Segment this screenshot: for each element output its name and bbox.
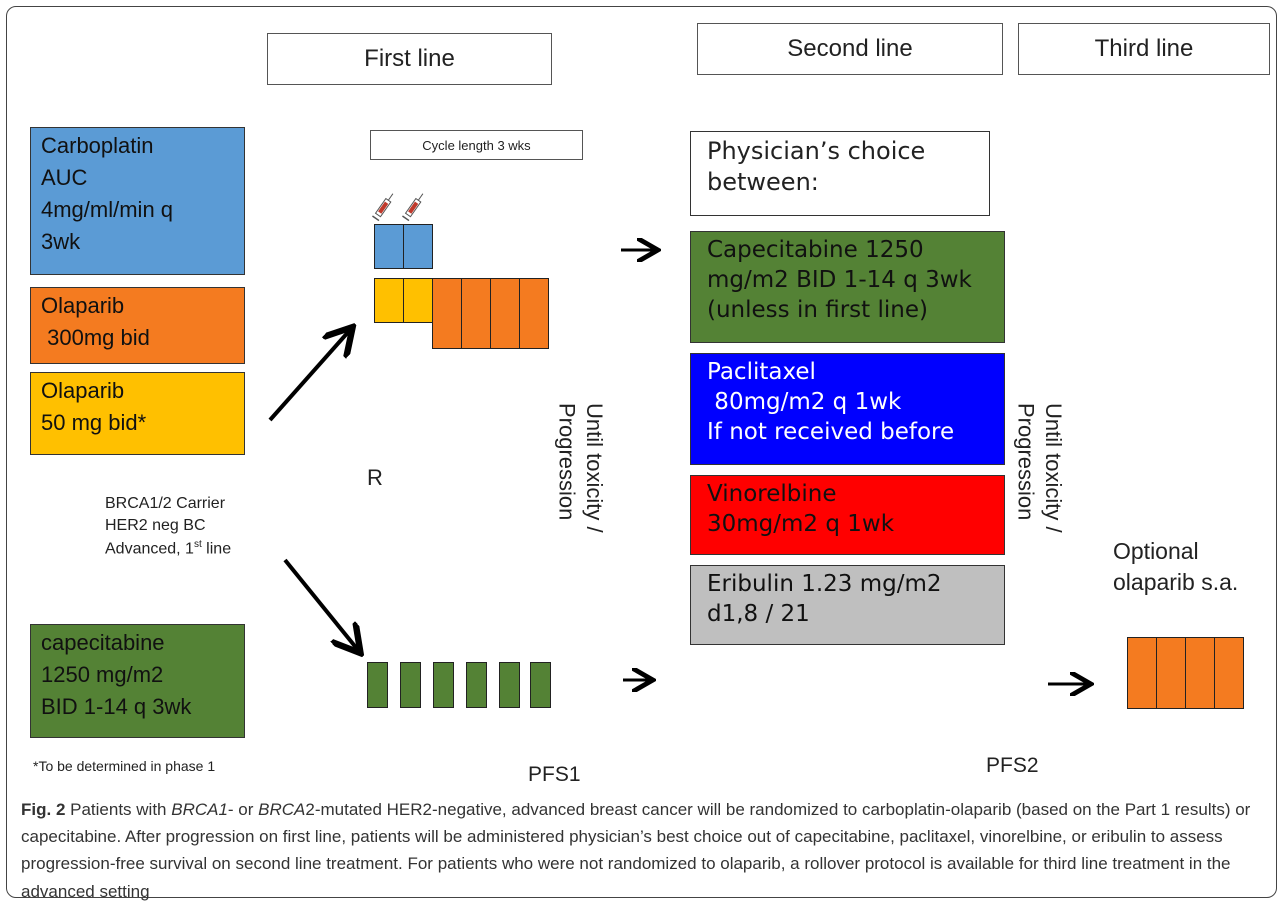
eribulin-line-2: d1,8 / 21	[707, 600, 810, 627]
header-first-line: First line	[267, 33, 552, 85]
caption-italic-1: BRCA1	[171, 800, 228, 819]
olaparib-50-line-2: 50 mg bid*	[41, 409, 147, 435]
optional-line-1: Optional	[1113, 538, 1199, 564]
arrow-icon	[283, 558, 358, 650]
carboplatin-line-2: AUC	[41, 164, 88, 190]
caption-text-3: 2-mutated HER2-negative, advanced breast…	[21, 800, 1251, 901]
olaparib-300-box: Olaparib 300mg bid	[30, 287, 245, 364]
olaparib-third-cycle-4	[1214, 637, 1244, 709]
capecitabine-arm-line-3: BID 1-14 q 3wk	[41, 693, 192, 719]
until-progression-1-line-2: Progression	[554, 403, 580, 521]
physician-choice-box: Physician’s choice between:	[690, 131, 990, 216]
olaparib-300-line-1: Olaparib	[41, 293, 125, 318]
olaparib-300-line-2: 300mg bid	[41, 324, 150, 350]
capecitabine-second-line-1: Capecitabine 1250	[707, 237, 924, 263]
header-third-line: Third line	[1018, 23, 1270, 75]
capecitabine-cycle-3	[433, 662, 454, 708]
physician-choice-line-1: Physician’s choice	[707, 137, 926, 165]
cycle-length-box: Cycle length 3 wks	[370, 130, 583, 160]
until-progression-label-1: Until toxicity / Progression	[553, 403, 608, 533]
carboplatin-line-4: 3wk	[41, 228, 81, 254]
capecitabine-arm-line-2: 1250 mg/m2	[41, 661, 164, 687]
until-progression-2-line-2: Progression	[1013, 403, 1039, 521]
until-progression-label-2: Until toxicity / Progression	[1012, 403, 1067, 533]
population-line-3-pre: Advanced, 1	[105, 540, 194, 558]
caption-fig-label: Fig. 2	[21, 800, 66, 819]
capecitabine-cycle-4	[466, 662, 487, 708]
capecitabine-arm-box: capecitabine 1250 mg/m2 BID 1-14 q 3wk	[30, 624, 245, 738]
vinorelbine-line-2: 30mg/m2 q 1wk	[707, 510, 895, 537]
population-label: BRCA1/2 Carrier HER2 neg BC Advanced, 1s…	[105, 493, 275, 561]
header-second-line: Second line	[697, 23, 1003, 75]
until-progression-1-line-1: Until toxicity /	[582, 403, 607, 533]
capecitabine-arm-line-1: capecitabine	[41, 630, 165, 655]
population-line-3-sup: st	[193, 538, 202, 550]
syringe-icon	[401, 193, 424, 222]
paclitaxel-box: Paclitaxel 80mg/m2 q 1wk If not received…	[690, 353, 1005, 465]
population-line-1: BRCA1/2 Carrier	[105, 495, 226, 512]
olaparib-third-cycle-3	[1185, 637, 1215, 709]
paclitaxel-line-2: 80mg/m2 q 1wk	[707, 388, 902, 415]
until-progression-2-line-1: Until toxicity /	[1041, 403, 1066, 533]
capecitabine-second-line-2: mg/m2 BID 1-14 q 3wk	[707, 266, 972, 293]
paclitaxel-line-3: If not received before	[707, 418, 955, 445]
olaparib-cycle-4	[519, 278, 549, 349]
capecitabine-cycle-6	[530, 662, 551, 708]
carboplatin-box: Carboplatin AUC 4mg/ml/min q 3wk	[30, 127, 245, 275]
pfs1-label: PFS1	[528, 763, 581, 786]
eribulin-line-1: Eribulin 1.23 mg/m2	[707, 571, 942, 597]
eribulin-box: Eribulin 1.23 mg/m2 d1,8 / 21	[690, 565, 1005, 645]
capecitabine-cycle-1	[367, 662, 388, 708]
vinorelbine-line-1: Vinorelbine	[707, 481, 837, 507]
olaparib-50-box: Olaparib 50 mg bid*	[30, 372, 245, 455]
olaparib-cycle-1	[432, 278, 462, 349]
population-line-3: Advanced, 1st line	[105, 538, 275, 561]
figure-caption: Fig. 2 Patients with BRCA1- or BRCA2-mut…	[21, 796, 1266, 905]
caption-text-2: - or	[227, 800, 259, 819]
arrow-icon	[268, 330, 350, 422]
syringe-icon	[371, 193, 394, 222]
olaparib-third-cycle-1	[1127, 637, 1157, 709]
vinorelbine-box: Vinorelbine 30mg/m2 q 1wk	[690, 475, 1005, 555]
randomization-label: R	[367, 465, 383, 490]
footnote: *To be determined in phase 1	[33, 758, 216, 774]
physician-choice-line-2: between:	[707, 168, 819, 197]
capecitabine-second-line-3: (unless in first line)	[707, 296, 928, 323]
carboplatin-line-1: Carboplatin	[41, 133, 154, 158]
paclitaxel-line-1: Paclitaxel	[707, 359, 816, 385]
olaparib-cycle-3	[490, 278, 520, 349]
olaparib-low-cycle-2	[403, 278, 433, 323]
carboplatin-cycle-2	[403, 224, 433, 269]
caption-text-1: Patients with	[65, 800, 172, 819]
population-line-3-post: line	[201, 540, 232, 558]
capecitabine-cycle-2	[400, 662, 421, 708]
capecitabine-second-line-box: Capecitabine 1250 mg/m2 BID 1-14 q 3wk (…	[690, 231, 1005, 343]
figure-frame	[6, 6, 1277, 898]
pfs2-label: PFS2	[986, 754, 1039, 777]
optional-olaparib-label: Optional olaparib s.a.	[1113, 536, 1238, 598]
optional-line-2: olaparib s.a.	[1113, 569, 1239, 596]
olaparib-50-line-1: Olaparib	[41, 378, 125, 403]
caption-italic-2: BRCA	[258, 800, 306, 819]
carboplatin-line-3: 4mg/ml/min q	[41, 196, 174, 222]
capecitabine-cycle-5	[499, 662, 520, 708]
population-line-2: HER2 neg BC	[105, 517, 206, 535]
